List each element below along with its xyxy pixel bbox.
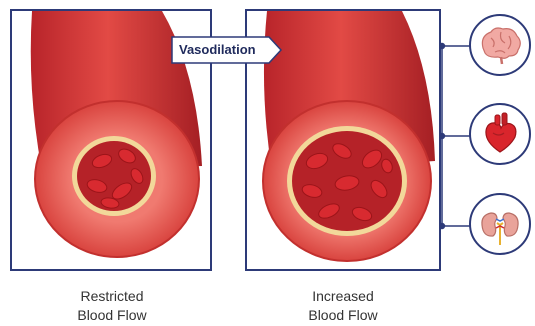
heart-icon [469, 103, 531, 165]
restricted-caption-line1: Restricted [37, 287, 187, 306]
increased-caption: Increased Blood Flow [268, 287, 418, 325]
vasodilation-label: Vasodilation [179, 42, 256, 57]
restricted-caption: Restricted Blood Flow [37, 287, 187, 325]
increased-caption-line2: Blood Flow [268, 306, 418, 325]
kidneys-icon [469, 193, 531, 255]
brain-icon [469, 14, 531, 76]
vasodilation-badge: Vasodilation [171, 36, 283, 64]
restricted-caption-line2: Blood Flow [37, 306, 187, 325]
increased-caption-line1: Increased [268, 287, 418, 306]
